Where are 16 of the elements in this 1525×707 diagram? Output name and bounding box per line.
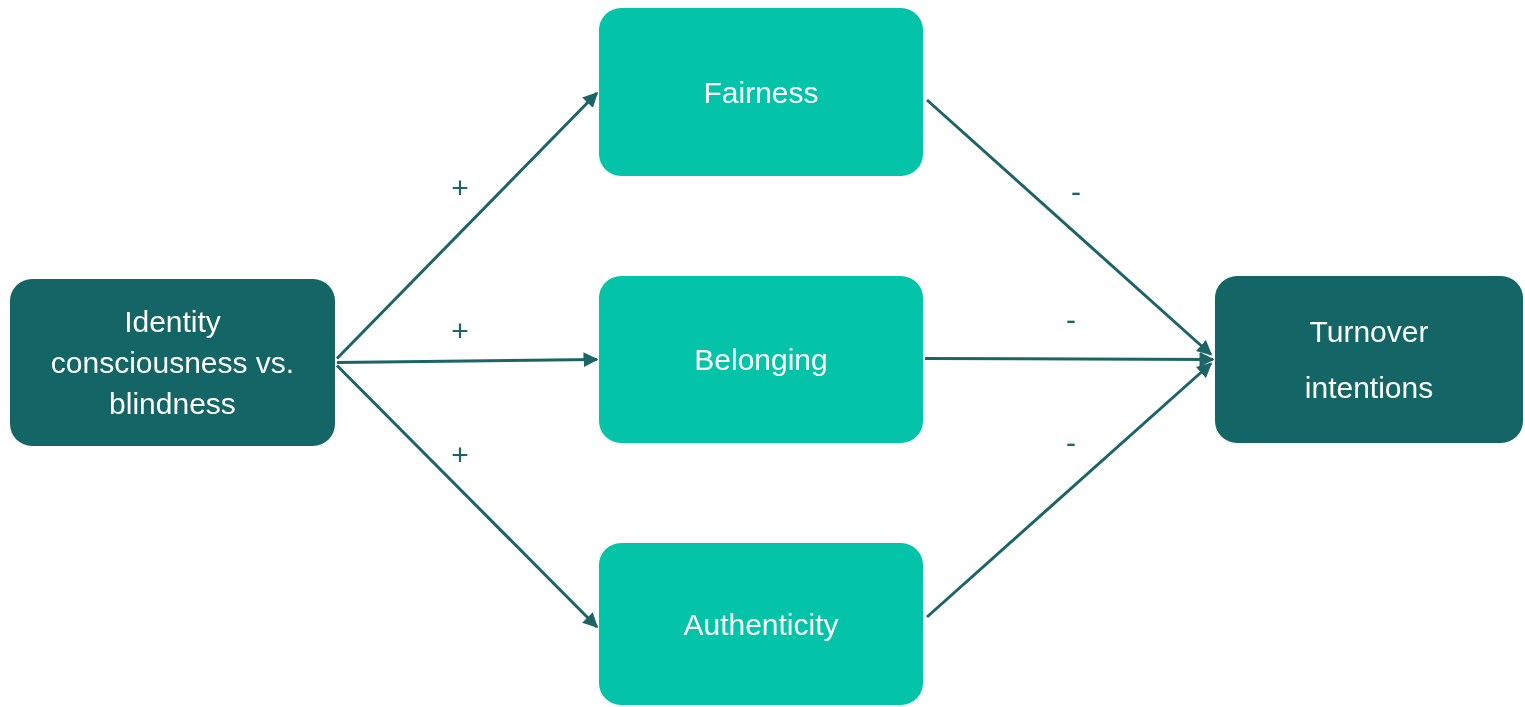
arrow <box>925 351 1215 367</box>
node-text: Turnover intentions <box>1303 313 1435 406</box>
rounded-box <box>1215 276 1523 443</box>
arrow <box>335 364 599 629</box>
arrow <box>337 352 599 368</box>
node-text: Authenticity <box>683 606 839 643</box>
arrow <box>926 362 1213 619</box>
rounded-box <box>599 276 923 443</box>
rounded-box <box>599 8 923 176</box>
rounded-box <box>599 543 923 705</box>
arrow <box>335 91 599 360</box>
node-text: Fairness <box>703 74 819 111</box>
node-text: Belonging <box>694 342 828 378</box>
node-text: Identity consciousness vs. blindness <box>49 304 296 422</box>
rounded-box <box>10 279 335 446</box>
arrow <box>926 98 1213 356</box>
